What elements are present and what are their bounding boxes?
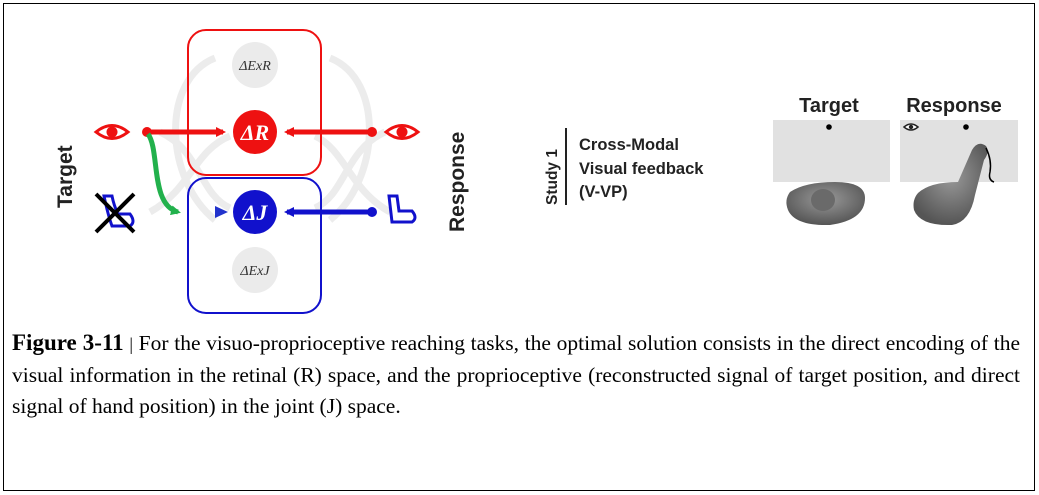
delta-j-node [233,190,277,234]
delta-r-node [233,110,277,154]
condition-line-3: (V-VP) [579,183,628,201]
ex-r-label: ΔExR [238,59,271,74]
retinal-space-box [187,29,322,176]
delta-r-label: ΔR [240,120,269,145]
delta-j-label: ΔJ [242,200,269,225]
inactive-pathways [148,54,392,223]
ex-j-label: ΔExJ [239,264,270,279]
target-scene-image [773,120,890,226]
ex-r-node [232,42,278,88]
condition-description: Cross-Modal Visual feedback (V-VP) [579,134,703,205]
figure-caption: Figure 3-11 | For the visuo-propriocepti… [12,327,1020,422]
target-eye-icon [93,124,131,140]
response-side-label: Response [446,132,469,232]
target-side-label: Target [54,145,77,208]
study-label: Study 1 [544,149,561,205]
response-eye-icon [383,124,421,140]
model-diagram: ΔExR ΔExJ ΔR ΔJ Target Response Study 1 … [54,29,1018,314]
col-response-header: Response [906,95,1002,117]
ex-j-node [232,247,278,293]
condition-line-1: Cross-Modal [579,136,679,154]
joint-space-box [187,177,322,314]
figure-frame [3,3,1035,491]
target-arm-crossed-icon [94,192,136,234]
condition-line-2: Visual feedback [579,159,704,178]
caption-separator: | [129,334,133,354]
response-scene-image [900,120,1018,226]
col-target-header: Target [799,95,859,117]
figure-label: Figure 3-11 [12,330,124,355]
cross-modal-transfer-arrow [145,132,181,216]
response-arm-icon [387,194,417,224]
caption-text: For the visuo-proprioceptive reaching ta… [12,331,1021,418]
